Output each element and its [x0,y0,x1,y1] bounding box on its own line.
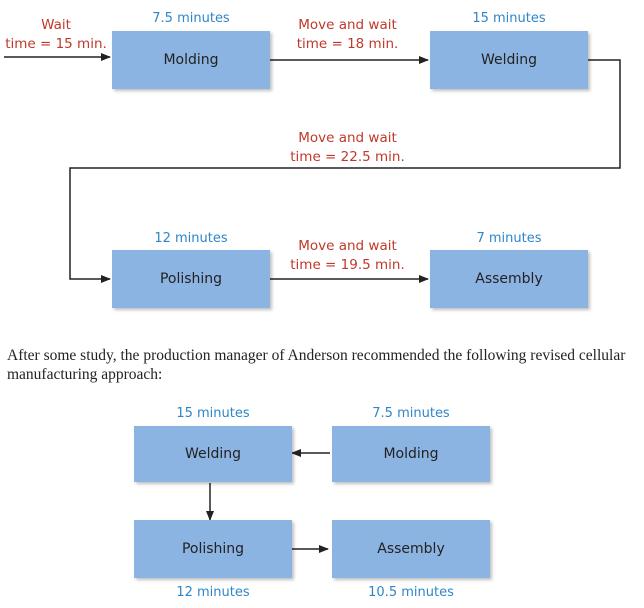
move-wait-2-line2: time = 22.5 min. [290,149,405,165]
assembly-time: 7 minutes [476,231,542,246]
assembly-step: Assembly [430,250,588,308]
entry-wait-label: Wait time = 15 min. [0,16,112,54]
move-wait-3-line1: Move and wait [298,238,397,254]
cell-assembly-step: Assembly [332,520,490,578]
welding-time: 15 minutes [472,11,546,26]
polishing-step: Polishing [112,250,270,308]
entry-wait-line2: time = 15 min. [5,36,107,52]
welding-step: Welding [430,31,588,89]
cell-polishing-time: 12 minutes [176,585,250,600]
cell-molding-step: Molding [332,426,490,482]
move-wait-3-line2: time = 19.5 min. [290,257,405,273]
body-paragraph: After some study, the production manager… [7,347,626,383]
cell-molding-time: 7.5 minutes [372,406,450,421]
entry-wait-line1: Wait [41,17,71,33]
molding-step: Molding [112,31,270,89]
polishing-time: 12 minutes [154,231,228,246]
cell-welding-step: Welding [134,426,292,482]
move-wait-3: Move and wait time = 19.5 min. [280,237,415,275]
cell-assembly-time: 10.5 minutes [368,585,454,600]
move-wait-1: Move and wait time = 18 min. [280,16,415,54]
move-wait-2-line1: Move and wait [298,130,397,146]
move-wait-2: Move and wait time = 22.5 min. [280,129,415,167]
molding-time: 7.5 minutes [152,11,230,26]
welding-to-polishing-connector [69,59,621,283]
cell-polishing-step: Polishing [134,520,292,578]
move-wait-1-line1: Move and wait [298,17,397,33]
move-wait-1-line2: time = 18 min. [296,36,399,52]
cell-welding-time: 15 minutes [176,406,250,421]
